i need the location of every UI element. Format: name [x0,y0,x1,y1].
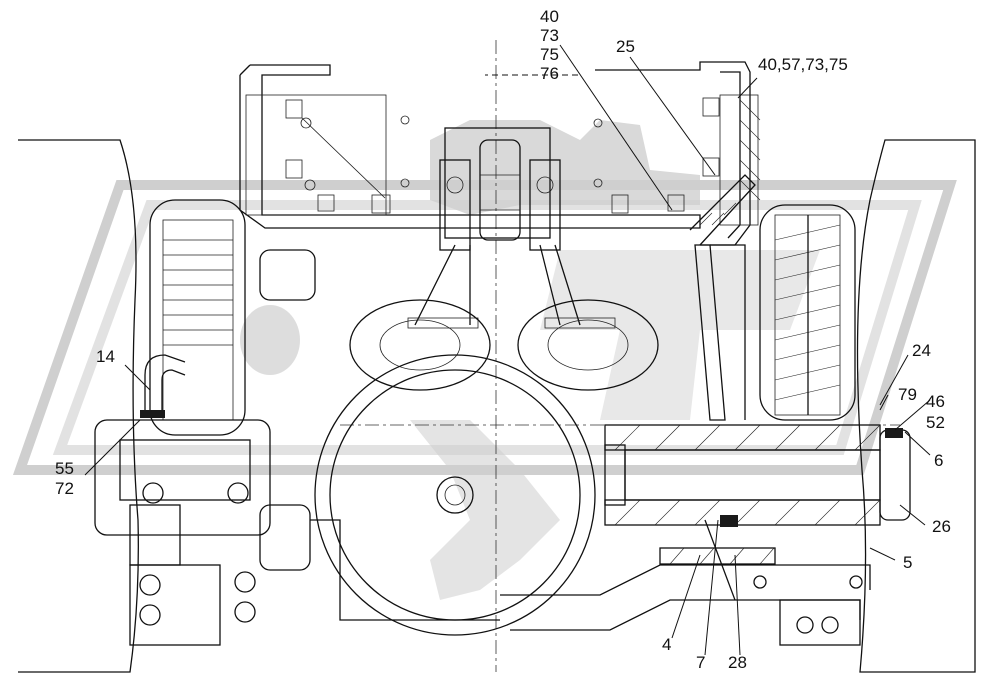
upper-bracket-frame [239,64,701,229]
hose [140,354,186,418]
center-hub-top [439,127,561,251]
callout-40-57-73-75: 40,57,73,75 [758,55,848,74]
callout-55: 55 [55,459,74,478]
callout-76: 76 [540,64,559,83]
left-tire [18,139,139,673]
left-housing [149,199,316,436]
drums [349,299,659,391]
callout-40: 40 [540,7,559,26]
callout-25: 25 [616,37,635,56]
callout-79: 79 [898,385,917,404]
callout-26: 26 [932,517,951,536]
leader-lines [84,44,931,656]
callout-46: 46 [926,392,945,411]
callout-73: 73 [540,26,559,45]
callout-75: 75 [540,45,559,64]
callout-4: 4 [662,635,671,654]
callout-24: 24 [912,341,931,360]
right-spring-pack [759,204,856,421]
callout-28: 28 [728,653,747,672]
right-upper-bracket [595,61,761,246]
left-lower-block [94,419,500,646]
callout-52: 52 [926,413,945,432]
watermark-gear-logo [12,120,957,600]
callout-labels: 40 73 75 76 25 40,57,73,75 14 24 79 46 5… [55,7,951,672]
callout-6: 6 [934,451,943,470]
right-axle-tube [604,424,911,527]
callout-14: 14 [96,347,115,366]
callout-5: 5 [903,553,912,572]
link-rods [407,244,616,329]
right-tire [856,139,976,673]
callout-7: 7 [696,653,705,672]
lower-beam [500,519,871,646]
callout-72: 72 [55,479,74,498]
upright-plate [694,244,746,421]
